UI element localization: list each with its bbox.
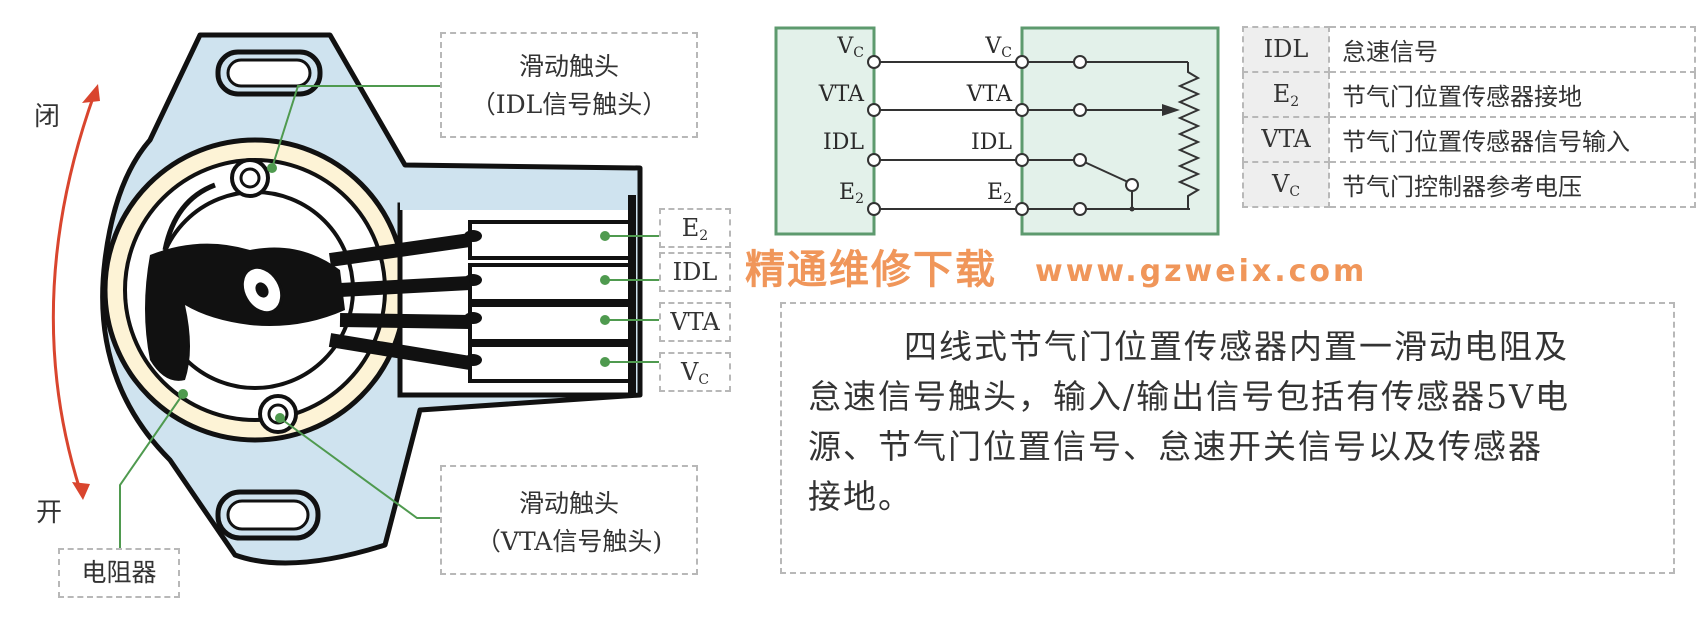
ecu-terminal-vc: VC [837,34,864,61]
idl-contact-callout: 滑动触头 （IDL信号触头） [440,32,698,138]
watermark-url: www.gzweix.com [1035,254,1368,289]
pin-code: E2 [1242,71,1330,118]
wiper-arrowhead [1162,104,1180,116]
pin-label-e2: E2 [659,208,731,248]
pin-sub: C [698,372,710,388]
description-note: 四线式节气门位置传感器内置一滑动电阻及 怠速信号触头，输入/输出信号包括有传感器… [780,302,1675,574]
throttle-sensor-illustration [51,32,660,566]
pin-label-vta: VTA [659,302,731,342]
sensor-terminal-vta: VTA [966,82,1012,107]
ecu-box [774,26,876,236]
table-row: VC 节气门控制器参考电压 [1242,161,1696,208]
vta-contact-callout: 滑动触头 （VTA信号触头) [440,465,698,575]
pin-code: VTA [1242,116,1330,163]
pin-name: IDL [672,258,718,286]
circuit-diagram [774,26,1220,236]
terminal-nodes [867,55,1139,216]
callout-subtitle: （IDL信号触头） [470,90,668,119]
pin-description: 节气门位置传感器信号输入 [1328,116,1696,163]
note-line: 怠速信号触头，输入/输出信号包括有传感器5V电 [808,377,1570,416]
pin-code: IDL [1242,26,1330,73]
sensor-terminal-e2: E2 [987,180,1012,207]
note-line: 接地。 [808,477,913,516]
sensor-terminal-vc: VC [985,34,1012,61]
pin-description: 节气门位置传感器接地 [1328,71,1696,118]
wiper-arm [145,243,345,381]
pin-name: V [680,358,699,386]
leader-lines [119,85,660,548]
connector-terminals [464,195,636,395]
pin-sub: 2 [699,228,709,244]
open-direction-label: 开 [36,498,63,528]
callout-subtitle: （VTA信号触头) [475,527,663,556]
callout-title: 滑动触头 [518,52,619,81]
resistor-label: 电阻器 [81,558,157,587]
pin-description: 怠速信号 [1328,26,1696,73]
pin-label-idl: IDL [659,252,731,292]
table-row: E2 节气门位置传感器接地 [1242,71,1696,118]
ecu-terminal-vta: VTA [818,82,864,107]
watermark-title: 精通维修下载 [745,247,997,293]
callout-title: 滑动触头 [518,489,619,518]
note-line: 源、节气门位置信号、怠速开关信号以及传感器 [808,427,1543,466]
ecu-terminal-e2: E2 [839,180,864,207]
rotation-arrow [51,84,100,500]
variable-resistor [1177,62,1201,210]
pin-name: VTA [670,308,720,336]
sensor-terminal-idl: IDL [971,130,1012,155]
pin-code: VC [1242,161,1330,208]
note-line: 四线式节气门位置传感器内置一滑动电阻及 [904,327,1569,366]
pin-legend-table: IDL 怠速信号 E2 节气门位置传感器接地 VTA 节气门位置传感器信号输入 … [1242,26,1696,208]
resistor-callout: 电阻器 [58,548,180,598]
table-row: VTA 节气门位置传感器信号输入 [1242,116,1696,163]
pin-label-vc: VC [659,352,731,392]
pin-name: E [681,214,700,242]
ecu-terminal-idl: IDL [823,130,864,155]
close-direction-label: 闭 [34,102,61,132]
pin-description: 节气门控制器参考电压 [1328,161,1696,208]
table-row: IDL 怠速信号 [1242,26,1696,73]
